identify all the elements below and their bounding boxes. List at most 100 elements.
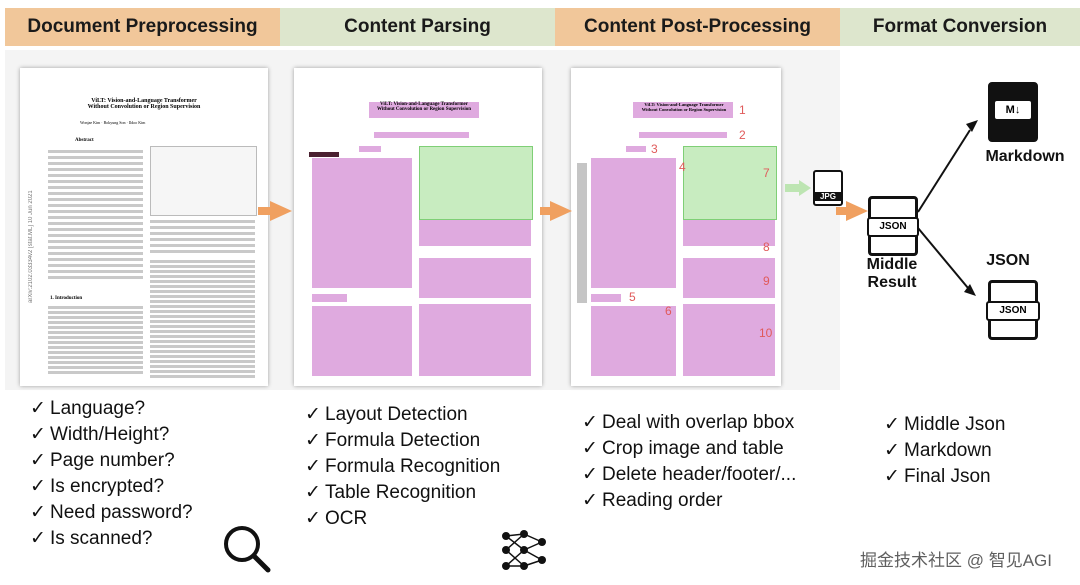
text-line: [48, 351, 143, 354]
pp-box-figure: [683, 146, 777, 220]
checklist-item: ✓Is scanned?: [30, 526, 193, 552]
text-line: [48, 306, 143, 309]
paper-figure: [150, 146, 257, 216]
check-icon: ✓: [30, 450, 46, 471]
text-line: [48, 210, 143, 213]
json-label: JSON: [986, 252, 1030, 269]
text-line: [150, 345, 255, 348]
check-icon: ✓: [30, 528, 46, 549]
caption-line: [150, 220, 255, 223]
checklist-item: ✓Page number?: [30, 448, 193, 474]
checklist-item: ✓Table Recognition: [305, 480, 500, 506]
text-line: [48, 204, 143, 207]
text-line: [48, 222, 143, 225]
order-number-3: 3: [651, 142, 658, 156]
layout-box-abstract-heading: [359, 146, 381, 152]
checklist-item: ✓Formula Recognition: [305, 454, 500, 480]
text-line: [48, 371, 143, 374]
arrow-2-stem: [540, 207, 552, 215]
text-line: [150, 315, 255, 318]
checklist-item-label: Crop image and table: [602, 438, 784, 459]
caption-line: [150, 238, 255, 241]
checklist-item: ✓Layout Detection: [305, 402, 500, 428]
check-icon: ✓: [582, 412, 598, 433]
check-icon: ✓: [884, 440, 900, 461]
check-icon: ✓: [305, 508, 321, 529]
layout-box-right-text-2: [419, 304, 531, 376]
order-number-9: 9: [763, 274, 770, 288]
layout-box-intro: [312, 306, 412, 376]
text-line: [48, 192, 143, 195]
order-number-2: 2: [739, 128, 746, 142]
preprocessing-checklist: ✓Language?✓Width/Height?✓Page number?✓Is…: [30, 396, 193, 552]
checklist-item: ✓Delete header/footer/...: [582, 462, 796, 488]
layout-box-label: [309, 152, 339, 157]
caption-line: [150, 226, 255, 229]
layout-box-right-text-1: [419, 258, 531, 298]
text-line: [150, 320, 255, 323]
text-line: [48, 168, 143, 171]
text-line: [150, 305, 255, 308]
checklist-item: ✓OCR: [305, 506, 500, 532]
text-line: [150, 325, 255, 328]
checklist-item-label: Formula Detection: [325, 430, 481, 451]
watermark: 掘金技术社区 @ 智见AGI: [860, 551, 1052, 570]
order-number-5: 5: [629, 290, 636, 304]
checklist-item-label: Delete header/footer/...: [602, 464, 797, 485]
stage-header-format-conversion: Format Conversion: [840, 8, 1080, 46]
jpg-image-icon: JPG: [813, 170, 843, 206]
branch-arrow-markdown: [917, 129, 971, 213]
text-line: [48, 150, 143, 153]
format-checklist: ✓Middle Json✓Markdown✓Final Json: [884, 412, 1005, 490]
checklist-item-label: Markdown: [904, 440, 992, 461]
checklist-item: ✓Markdown: [884, 438, 1005, 464]
check-icon: ✓: [582, 438, 598, 459]
text-line: [48, 270, 143, 273]
text-line: [150, 370, 255, 373]
order-number-6: 6: [665, 304, 672, 318]
pp-box-right-text-2: [683, 304, 775, 376]
text-line: [150, 270, 255, 273]
check-icon: ✓: [582, 490, 598, 511]
checklist-item-label: Middle Json: [904, 414, 1006, 435]
markdown-file-icon: M↓: [988, 82, 1038, 142]
text-line: [150, 275, 255, 278]
text-line: [48, 246, 143, 249]
checklist-item: ✓Middle Json: [884, 412, 1005, 438]
layout-box-authors: [374, 132, 469, 138]
branch-arrow-json: [917, 227, 969, 289]
markdown-label: Markdown: [985, 148, 1065, 165]
order-number-7: 7: [763, 166, 770, 180]
text-line: [48, 356, 143, 359]
layout-box-caption: [419, 220, 531, 246]
text-line: [48, 240, 143, 243]
crop-arrow-head: [799, 180, 811, 196]
text-line: [48, 252, 143, 255]
order-number-10: 10: [759, 326, 773, 340]
arrow-1-stem: [258, 207, 272, 215]
checklist-item: ✓Is encrypted?: [30, 474, 193, 500]
checklist-item: ✓Final Json: [884, 464, 1005, 490]
checklist-item-label: Deal with overlap bbox: [602, 412, 795, 433]
checklist-item-label: Language?: [50, 398, 146, 419]
text-line: [150, 290, 255, 293]
arrow-3: [846, 201, 868, 221]
text-line: [150, 365, 255, 368]
json-file-icon: JSON: [986, 280, 1040, 340]
text-line: [48, 216, 143, 219]
check-icon: ✓: [305, 482, 321, 503]
text-line: [48, 321, 143, 324]
arrow-3-stem: [836, 207, 848, 215]
pp-box-abstract: [591, 158, 676, 288]
text-line: [48, 311, 143, 314]
checklist-item-label: Formula Recognition: [325, 456, 501, 477]
text-line: [150, 350, 255, 353]
checklist-item: ✓Formula Detection: [305, 428, 500, 454]
order-number-4: 4: [679, 160, 686, 174]
